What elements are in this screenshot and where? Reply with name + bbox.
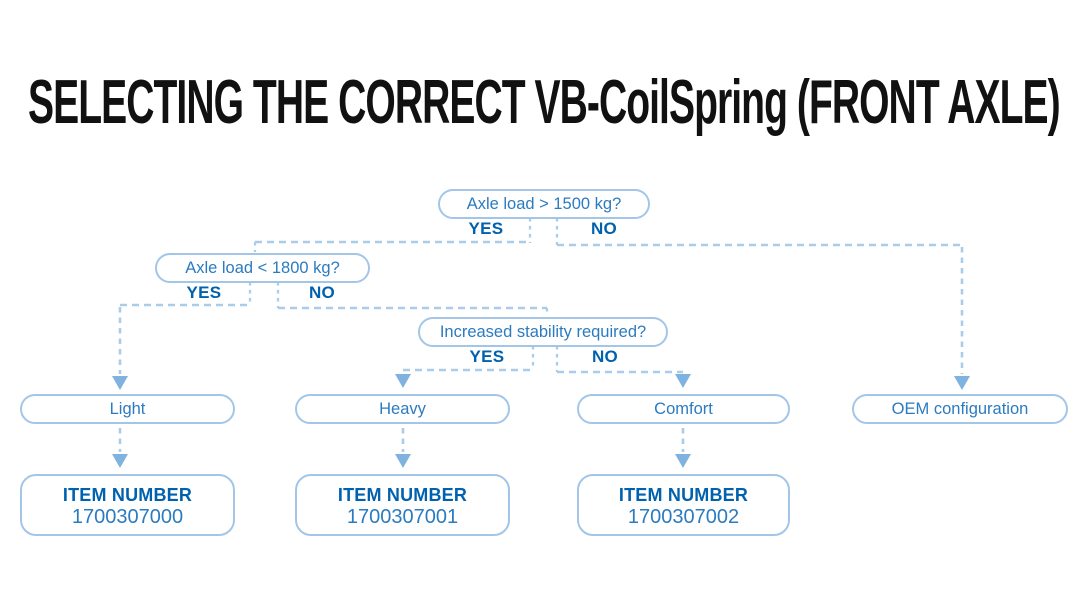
arrow-into-item-1 <box>112 454 128 468</box>
item-number-heading-3: ITEM NUMBER <box>618 485 749 505</box>
item-number-value-2: 1700307001 <box>346 506 459 528</box>
outcome-box-light: Light <box>20 394 235 424</box>
arrow-into-oem <box>954 376 970 390</box>
arrow-into-item-3 <box>675 454 691 468</box>
decision-box-increased-stability: Increased stability required? <box>418 317 668 347</box>
arrow-into-item-2 <box>395 454 411 468</box>
arrow-into-comfort <box>675 374 691 388</box>
branch-label-no-1: NO <box>590 219 618 238</box>
arrow-into-light <box>112 376 128 390</box>
item-number-value-3: 1700307002 <box>627 506 740 528</box>
page-title: SELECTING THE CORRECT VB-CoilSpring (FRO… <box>28 68 1061 137</box>
outcome-box-comfort: Comfort <box>577 394 790 424</box>
branch-label-yes-2: YES <box>186 283 222 302</box>
outcome-box-oem-configuration: OEM configuration <box>852 394 1068 424</box>
decision-box-axle-load-1800: Axle load < 1800 kg? <box>155 253 370 283</box>
item-number-value-1: 1700307000 <box>71 506 184 528</box>
item-number-box-1: ITEM NUMBER 1700307000 <box>20 474 235 536</box>
branch-label-no-3: NO <box>591 347 619 366</box>
branch-label-yes-1: YES <box>468 219 504 238</box>
item-number-box-3: ITEM NUMBER 1700307002 <box>577 474 790 536</box>
arrow-into-heavy <box>395 374 411 388</box>
item-number-box-2: ITEM NUMBER 1700307001 <box>295 474 510 536</box>
outcome-box-heavy: Heavy <box>295 394 510 424</box>
item-number-heading-1: ITEM NUMBER <box>62 485 193 505</box>
item-number-heading-2: ITEM NUMBER <box>337 485 468 505</box>
decision-box-axle-load-1500: Axle load > 1500 kg? <box>438 189 650 219</box>
branch-label-no-2: NO <box>308 283 336 302</box>
branch-label-yes-3: YES <box>469 347 505 366</box>
